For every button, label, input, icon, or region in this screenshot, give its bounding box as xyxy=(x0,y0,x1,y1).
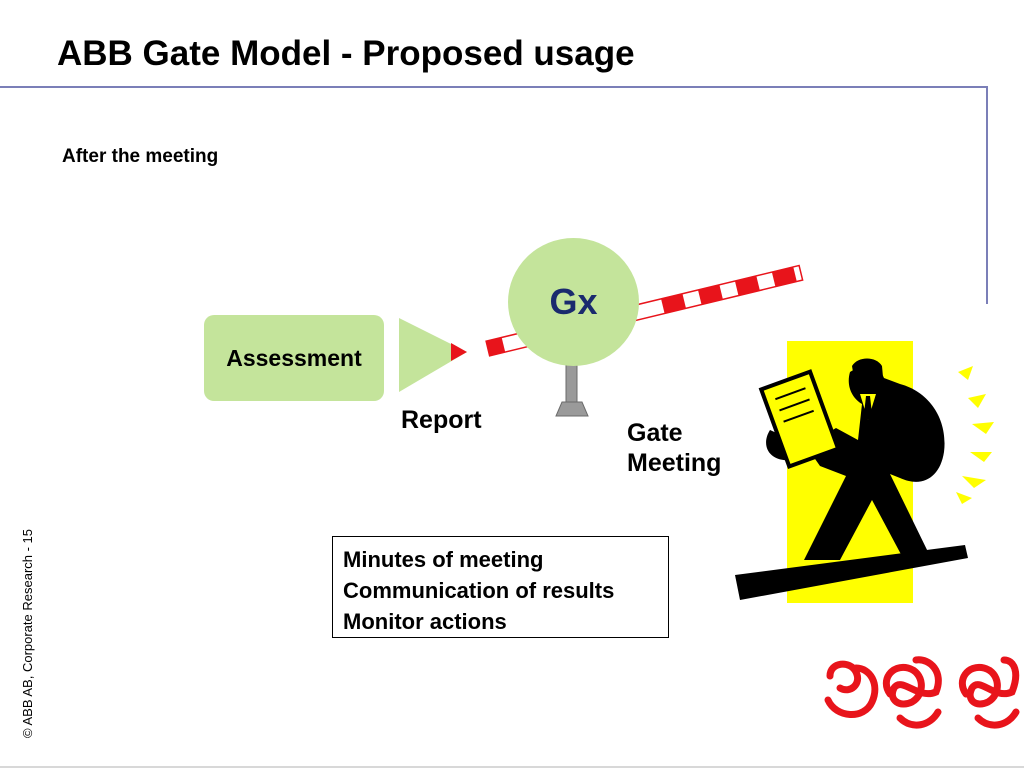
gate-post-icon xyxy=(555,361,589,417)
report-label: Report xyxy=(401,406,482,434)
gate-circle: Gx xyxy=(508,238,639,366)
frame-divider xyxy=(986,86,988,304)
gate-meeting-line-1: Gate xyxy=(627,419,683,447)
gate-symbol: Gx xyxy=(549,281,598,322)
assessment-box: Assessment xyxy=(204,315,384,401)
gate-meeting-line-2: Meeting xyxy=(627,449,722,477)
slide-subtitle: After the meeting xyxy=(62,146,219,167)
title-divider xyxy=(0,86,988,88)
assessment-label: Assessment xyxy=(226,344,362,371)
gate-meeting-label: Gate Meeting xyxy=(627,418,721,478)
copyright-text: © ABB AB, Corporate Research - 15 xyxy=(20,528,35,738)
outcome-item: Communication of results xyxy=(343,578,615,603)
outcome-item: Minutes of meeting xyxy=(343,547,544,572)
running-businessman-icon xyxy=(735,341,994,603)
outcome-item: Monitor actions xyxy=(343,609,507,634)
script-logo-icon xyxy=(824,656,1020,729)
outcomes-box: Minutes of meeting Communication of resu… xyxy=(332,536,669,638)
footer-divider xyxy=(0,766,1024,768)
slide-title: ABB Gate Model - Proposed usage xyxy=(57,34,635,73)
report-triangle-icon xyxy=(399,318,467,392)
